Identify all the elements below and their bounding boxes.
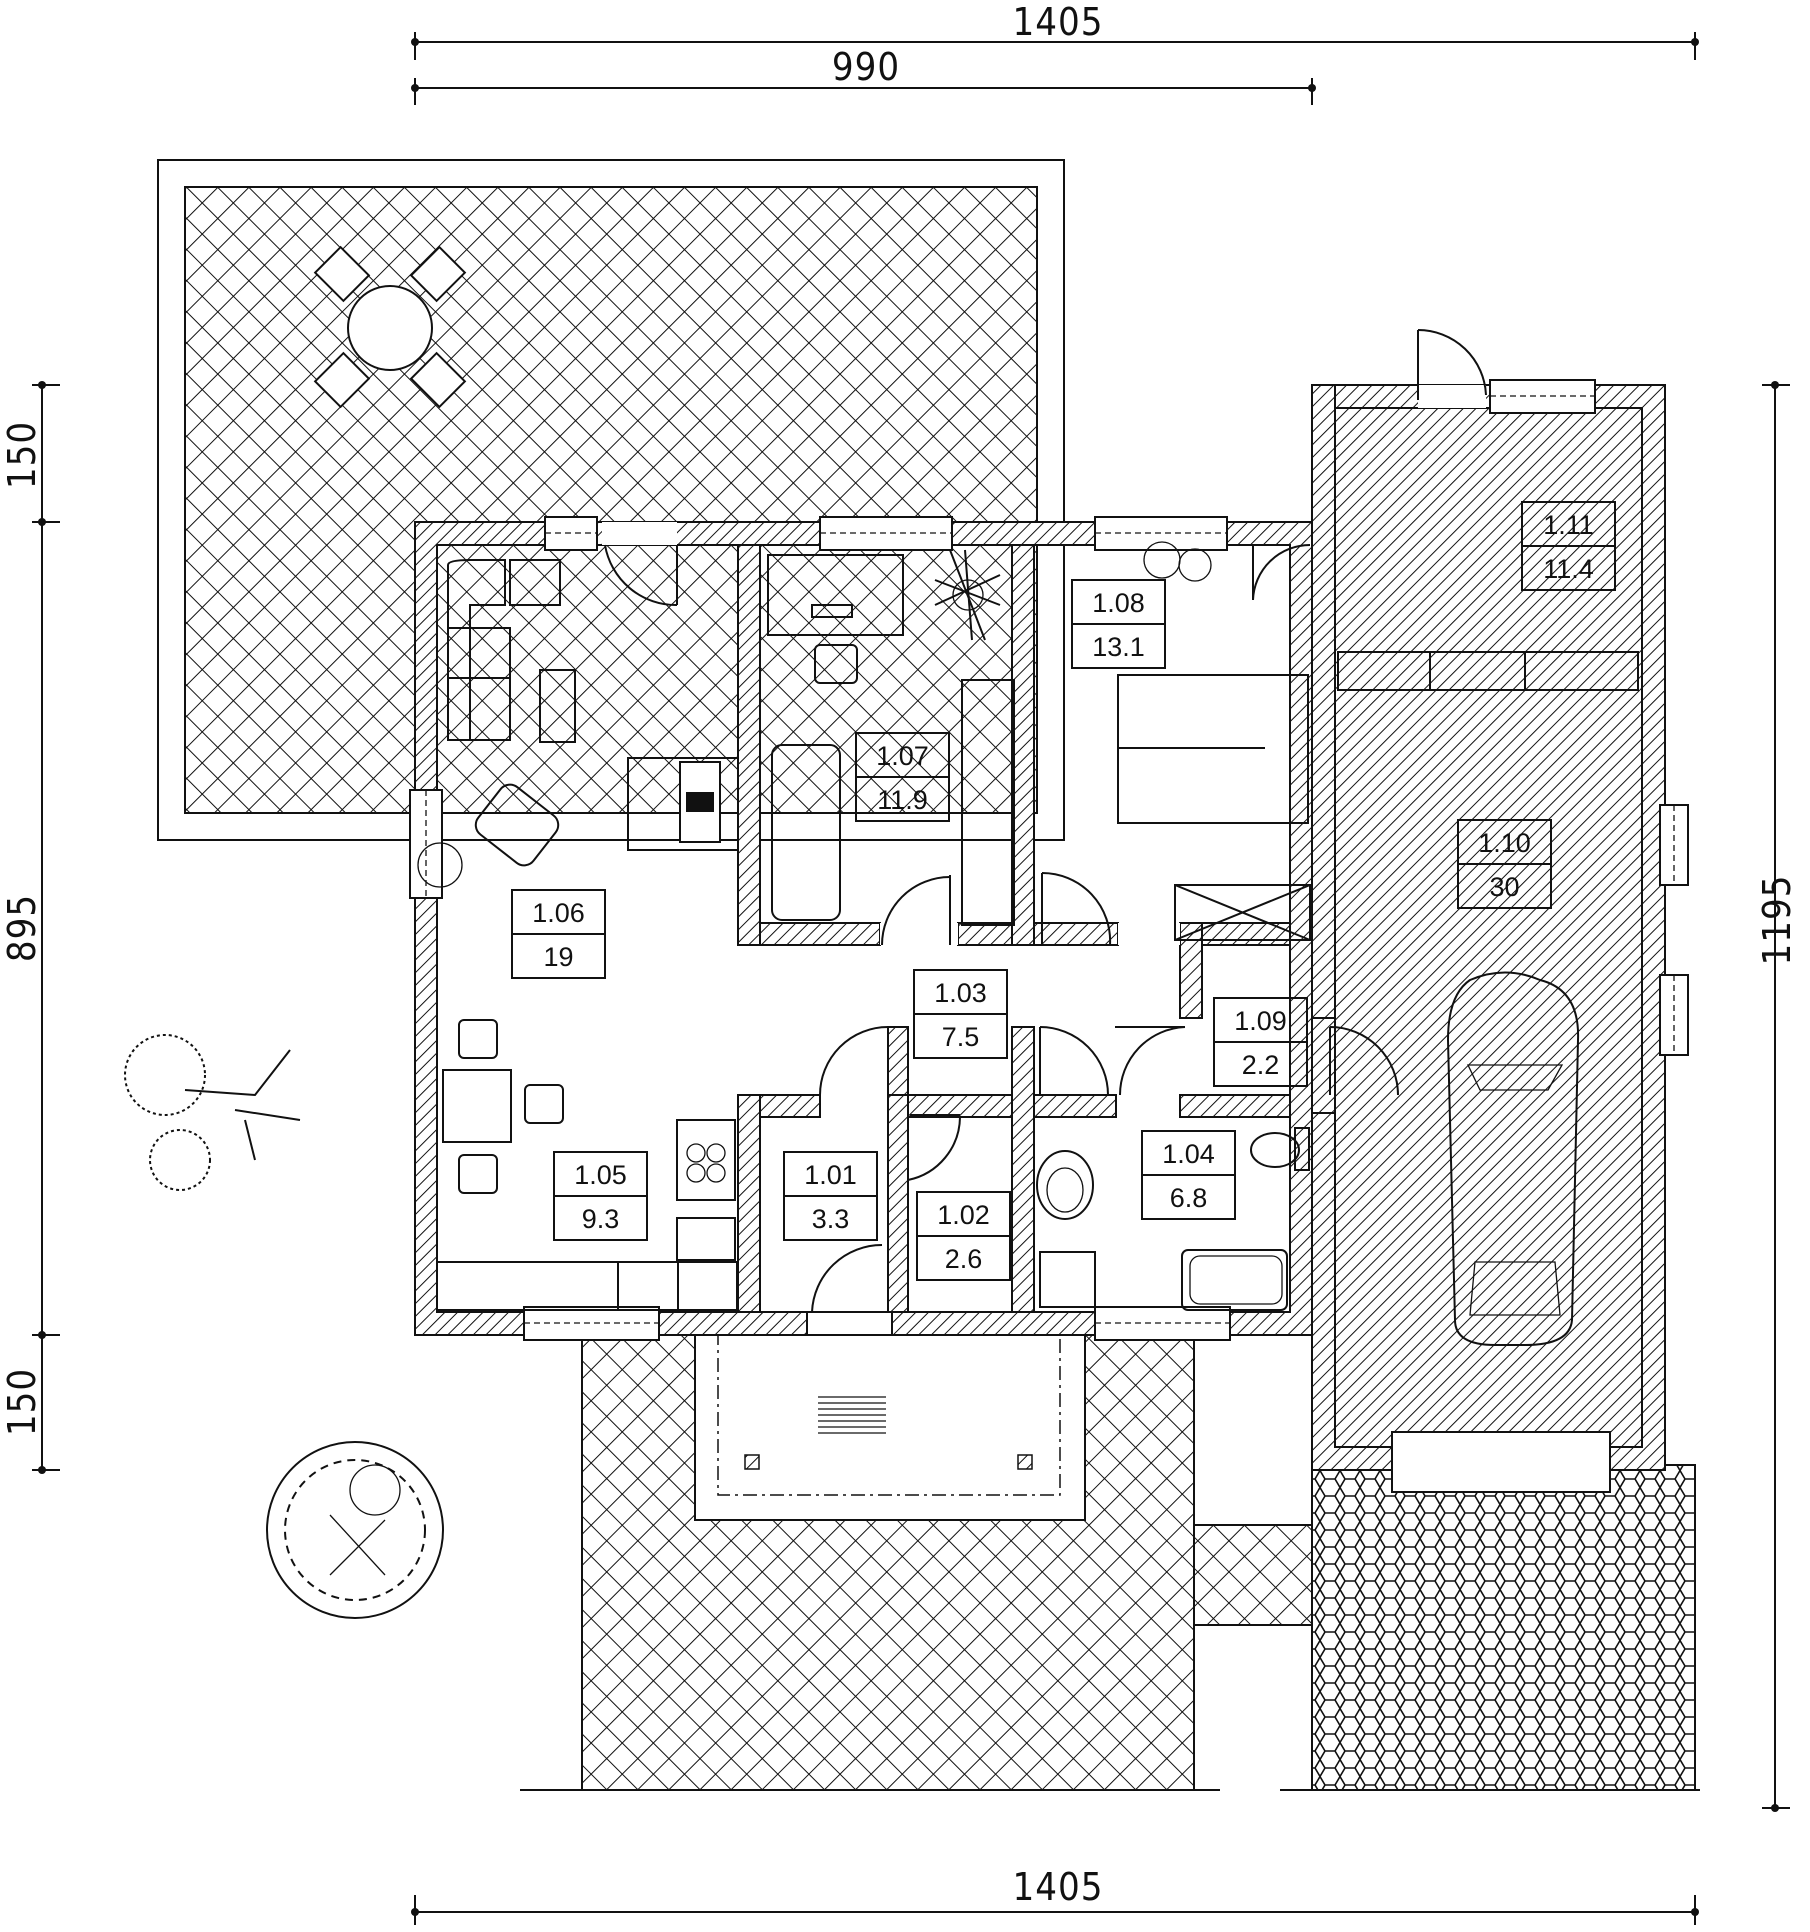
room-label-1-07: 1.07 11.9 bbox=[855, 732, 950, 822]
room-label-1-01: 1.01 3.3 bbox=[783, 1151, 878, 1241]
dimension-left: 150 895 150 bbox=[0, 381, 60, 1474]
toilet-icon bbox=[1250, 1127, 1310, 1171]
room-area: 11.9 bbox=[877, 785, 928, 815]
entrance-landing bbox=[694, 1329, 1086, 1521]
room-area: 3.3 bbox=[812, 1204, 850, 1234]
room-area: 11.4 bbox=[1543, 554, 1594, 584]
plant-icon bbox=[934, 549, 1001, 641]
garage-shelf-icon bbox=[1337, 651, 1639, 691]
bed-icon bbox=[1117, 674, 1309, 824]
room-area: 30 bbox=[1489, 872, 1519, 902]
dimension-left-middle-label: 895 bbox=[0, 894, 44, 962]
room-id: 1.08 bbox=[1092, 588, 1145, 618]
kitchen-counter-icon bbox=[436, 1119, 738, 1311]
potted-plant-icon bbox=[417, 541, 1212, 888]
fireplace-icon bbox=[627, 757, 739, 851]
room-label-1-06: 1.06 19 bbox=[511, 889, 606, 979]
room-id: 1.09 bbox=[1234, 1006, 1287, 1036]
room-id: 1.02 bbox=[937, 1200, 990, 1230]
room-label-1-10: 1.10 30 bbox=[1457, 819, 1552, 909]
dimension-top-total-label: 1405 bbox=[1013, 0, 1104, 44]
room-label-1-03: 1.03 7.5 bbox=[913, 969, 1008, 1059]
flowerbed-icon bbox=[266, 1441, 444, 1619]
room-label-1-08: 1.08 13.1 bbox=[1071, 579, 1166, 669]
room-area: 2.6 bbox=[945, 1244, 983, 1274]
doors bbox=[602, 328, 1487, 1336]
room-area: 2.2 bbox=[1242, 1050, 1280, 1080]
washer-icon bbox=[1039, 1251, 1096, 1308]
armchair-icon bbox=[474, 783, 560, 867]
room-id: 1.06 bbox=[532, 898, 585, 928]
tree-icon bbox=[124, 1034, 301, 1191]
room-area: 7.5 bbox=[942, 1022, 980, 1052]
house-walls bbox=[414, 384, 1666, 1471]
sink-icon bbox=[1036, 1150, 1094, 1220]
room-area: 13.1 bbox=[1092, 632, 1145, 662]
room-id: 1.03 bbox=[934, 978, 987, 1008]
dimension-left-top-label: 150 bbox=[0, 421, 44, 489]
couch-icon bbox=[771, 679, 1015, 926]
bathtub-icon bbox=[1181, 1249, 1288, 1311]
wardrobe-icon bbox=[1174, 884, 1311, 941]
room-area: 19 bbox=[543, 942, 573, 972]
dimension-top-partial-label: 990 bbox=[832, 45, 900, 89]
dimension-top-total: 1405 bbox=[411, 0, 1699, 60]
windows bbox=[409, 379, 1689, 1493]
driveway bbox=[1280, 1464, 1700, 1791]
room-id: 1.01 bbox=[804, 1160, 857, 1190]
doormat-icon bbox=[818, 1395, 886, 1434]
room-area: 6.8 bbox=[1170, 1183, 1208, 1213]
dining-table-icon bbox=[313, 245, 467, 409]
dimension-top-partial: 990 bbox=[411, 45, 1316, 105]
dining-set-icon bbox=[442, 1019, 564, 1194]
dimension-right-label: 1195 bbox=[1755, 875, 1799, 966]
room-area: 9.3 bbox=[582, 1204, 620, 1234]
dimension-left-bottom-label: 150 bbox=[0, 1368, 44, 1436]
terrace bbox=[157, 159, 1065, 841]
room-id: 1.04 bbox=[1162, 1139, 1215, 1169]
desk-icon bbox=[767, 554, 904, 684]
sofa-icon bbox=[447, 559, 576, 743]
room-label-1-05: 1.05 9.3 bbox=[553, 1151, 648, 1241]
room-label-1-02: 1.02 2.6 bbox=[916, 1191, 1011, 1281]
car-icon bbox=[1446, 971, 1580, 1346]
dimension-right: 1195 bbox=[1755, 381, 1799, 1812]
room-id: 1.11 bbox=[1543, 510, 1594, 540]
room-id: 1.05 bbox=[574, 1160, 627, 1190]
room-label-1-11: 1.11 11.4 bbox=[1521, 501, 1616, 591]
dimension-bottom-total-label: 1405 bbox=[1013, 1865, 1104, 1909]
room-id: 1.07 bbox=[876, 741, 929, 771]
room-label-1-09: 1.09 2.2 bbox=[1213, 997, 1308, 1087]
room-id: 1.10 bbox=[1478, 828, 1531, 858]
room-label-1-04: 1.04 6.8 bbox=[1141, 1130, 1236, 1220]
dimension-bottom-total: 1405 bbox=[411, 1865, 1699, 1925]
